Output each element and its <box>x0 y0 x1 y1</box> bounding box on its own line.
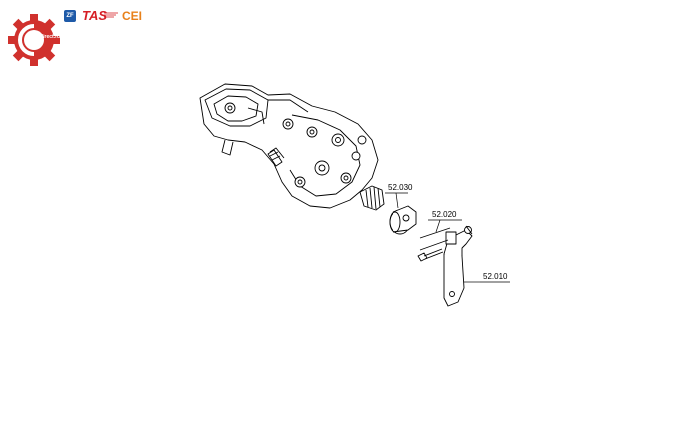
leader-52020 <box>435 219 441 233</box>
callout-52010: 52.010 <box>483 272 508 281</box>
spline-shaft <box>359 185 385 211</box>
roller-52030 <box>389 205 417 235</box>
tas-tagline-icon <box>104 12 118 18</box>
site-text: mtdirect.ru <box>34 34 61 40</box>
zf-logo: ZF <box>64 10 76 22</box>
callout-52030: 52.030 <box>388 183 413 192</box>
tas-logo: TAS <box>82 8 108 23</box>
valve-housing <box>199 83 379 209</box>
cei-logo: CEI <box>122 9 143 23</box>
bracket-52010 <box>443 229 473 307</box>
leader-52030 <box>395 192 399 209</box>
leader-52020-bracket-top <box>419 227 451 239</box>
callout-52020: 52.020 <box>432 210 457 219</box>
bolt-set-52020 <box>417 225 473 262</box>
leader-52020-bracket-bottom <box>419 239 449 251</box>
gear-logo-icon <box>8 14 60 66</box>
